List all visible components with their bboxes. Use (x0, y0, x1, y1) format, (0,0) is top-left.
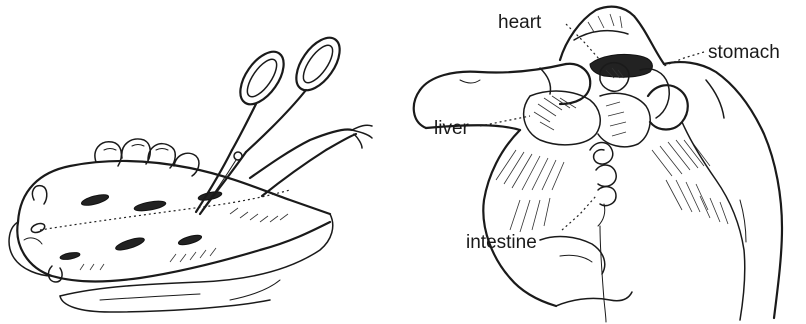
label-intestine: intestine (466, 232, 537, 253)
lower-fingers (540, 237, 632, 306)
supporting-hand (60, 214, 333, 312)
holding-fingers (95, 139, 199, 176)
left-panel-opening-cut (9, 30, 372, 312)
scissors (196, 30, 348, 214)
label-stomach: stomach (708, 42, 780, 63)
frog-body (9, 125, 372, 282)
leader-intestine (562, 196, 596, 230)
label-liver: liver (434, 118, 470, 139)
leader-heart (566, 24, 600, 60)
body-cavity (496, 54, 710, 322)
organ-labels: heart stomach liver intestine (434, 12, 780, 253)
label-heart: heart (498, 12, 542, 33)
